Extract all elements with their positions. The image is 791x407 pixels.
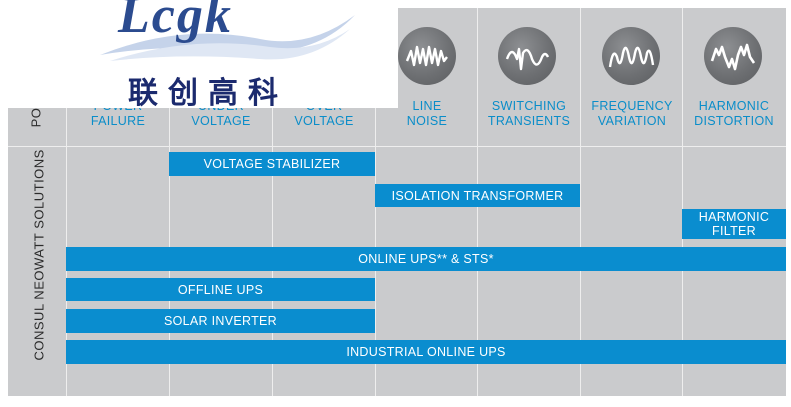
header-line: VOLTAGE xyxy=(294,114,354,128)
logo-overlay: Lcgk 联创高科 xyxy=(0,0,398,111)
column-harmonic-distortion: HARMONIC DISTORTION xyxy=(683,99,785,129)
harmonic-distortion-icon xyxy=(704,27,762,85)
line-noise-icon xyxy=(398,27,456,85)
header-line: FAILURE xyxy=(90,114,146,128)
voltage-stabilizer-bar: VOLTAGE STABILIZER xyxy=(169,152,375,176)
grid-line xyxy=(66,8,67,396)
column-line-noise: LINE NOISE xyxy=(376,99,478,129)
offline-ups-bar: OFFLINE UPS xyxy=(66,278,375,301)
bar-line: FILTER xyxy=(712,224,756,238)
online-ups-bar: ONLINE UPS** & STS* xyxy=(66,247,786,271)
isolation-transformer-bar: ISOLATION TRANSFORMER xyxy=(375,184,580,207)
header-line: FREQUENCY xyxy=(591,99,673,113)
header-line: VARIATION xyxy=(597,114,667,128)
grid-line xyxy=(169,8,170,396)
header-line: TRANSIENTS xyxy=(487,114,571,128)
header-line: VOLTAGE xyxy=(191,114,251,128)
bar-line: HARMONIC xyxy=(698,210,770,224)
solar-inverter-bar: SOLAR INVERTER xyxy=(66,309,375,333)
switching-transients-icon xyxy=(498,27,556,85)
power-problems-label: PO xyxy=(28,107,44,128)
logo-wordmark: Lcgk xyxy=(118,0,233,44)
grid-line xyxy=(272,8,273,396)
column-switching-transients: SWITCHING TRANSIENTS xyxy=(478,99,580,129)
logo-swoosh-icon xyxy=(100,15,355,61)
header-divider xyxy=(8,146,786,147)
solutions-label: CONSUL NEOWATT SOLUTIONS xyxy=(31,149,47,361)
header-line: SWITCHING xyxy=(491,99,567,113)
frequency-variation-icon xyxy=(602,27,660,85)
industrial-online-ups-bar: INDUSTRIAL ONLINE UPS xyxy=(66,340,786,364)
grid-line xyxy=(682,8,683,396)
logo-chinese-name: 联创高科 xyxy=(128,76,288,111)
grid-line xyxy=(580,8,581,396)
header-line: LINE xyxy=(412,99,442,113)
column-frequency-variation: FREQUENCY VARIATION xyxy=(581,99,683,129)
harmonic-filter-bar: HARMONIC FILTER xyxy=(682,209,786,239)
header-line: DISTORTION xyxy=(694,114,774,128)
header-line: NOISE xyxy=(406,114,448,128)
header-line: HARMONIC xyxy=(698,99,770,113)
